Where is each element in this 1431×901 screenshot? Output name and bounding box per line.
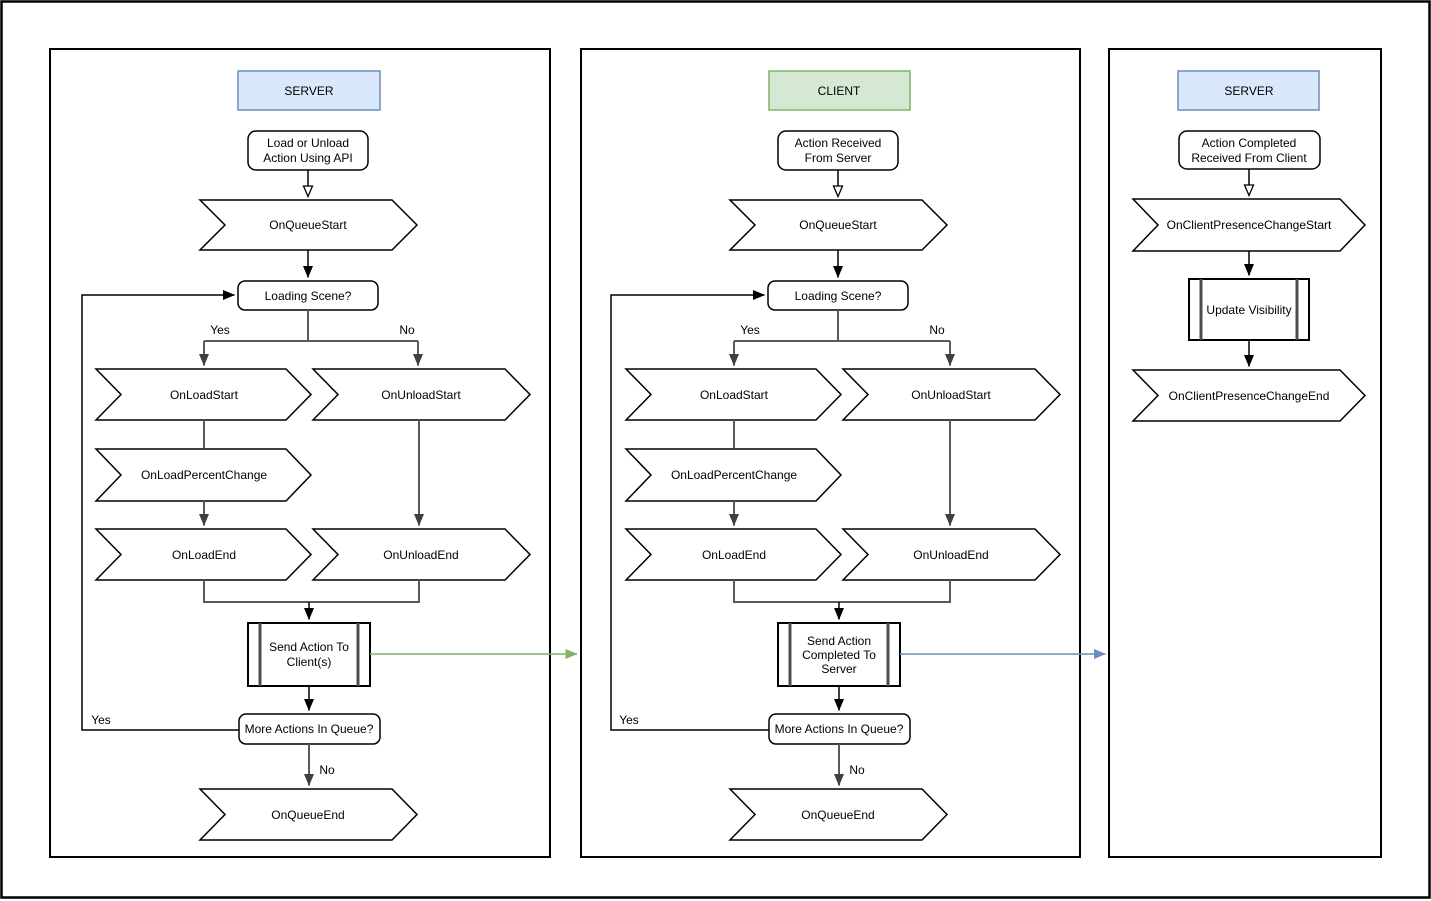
node-onloadstart-label: OnLoadStart — [700, 388, 769, 402]
node-start-line1: Action Received — [795, 136, 882, 150]
node-onunloadstart — [311, 368, 532, 421]
node-onclientpresencechangestart-label: OnClientPresenceChangeStart — [1167, 218, 1332, 232]
node-onqueuestart — [198, 199, 419, 251]
connector-loop-yes — [81, 290, 239, 731]
header-box-server — [237, 70, 381, 111]
node-loading-scene-label: Loading Scene? — [265, 289, 352, 303]
node-start-line1: Load or Unload — [267, 136, 349, 150]
edge-label-loop-yes: Yes — [91, 713, 111, 727]
node-onunloadend — [311, 528, 532, 581]
node-onunloadend-label: OnUnloadEnd — [383, 548, 458, 562]
node-loading-scene-label: Loading Scene? — [795, 289, 882, 303]
panel-border — [49, 48, 551, 858]
header-box-server — [1177, 70, 1320, 111]
node-onloadstart — [624, 368, 843, 421]
header-label: SERVER — [284, 84, 333, 98]
node-start-line1: Action Completed — [1202, 136, 1297, 150]
node-onqueuestart — [728, 199, 949, 251]
header-label: SERVER — [1224, 84, 1273, 98]
node-send-action-line1: Send Action To — [269, 640, 349, 654]
node-start-line2: From Server — [805, 151, 872, 165]
panel-border — [1108, 48, 1382, 858]
node-onqueueend-label: OnQueueEnd — [271, 808, 344, 822]
node-onloadend-label: OnLoadEnd — [172, 548, 236, 562]
node-send-action-line2: Client(s) — [287, 655, 332, 669]
node-onunloadend-label: OnUnloadEnd — [913, 548, 988, 562]
node-onloadend — [624, 528, 843, 581]
node-update-visibility — [1188, 278, 1310, 341]
node-onclientpresencechangeend-label: OnClientPresenceChangeEnd — [1169, 389, 1330, 403]
node-send-action — [247, 622, 371, 687]
edge-label-end-no: No — [319, 763, 335, 777]
node-onloadpercentchange-label: OnLoadPercentChange — [141, 468, 267, 482]
node-update-visibility-label: Update Visibility — [1206, 303, 1291, 317]
connector-loop-yes — [610, 290, 769, 731]
edge-label-yes: Yes — [740, 323, 760, 337]
node-onclientpresencechangestart — [1131, 198, 1367, 252]
node-more-actions-label: More Actions In Queue? — [245, 722, 374, 736]
node-send-action-line1: Send Action — [807, 634, 871, 648]
node-onunloadstart-label: OnUnloadStart — [911, 388, 991, 402]
header-label: CLIENT — [818, 84, 861, 98]
node-start-line2: Action Using API — [263, 151, 352, 165]
node-onqueueend — [198, 788, 419, 841]
panel-border — [580, 48, 1081, 858]
panel-server-right: SERVER Action Completed Received From Cl… — [1108, 48, 1382, 858]
node-onqueuestart-label: OnQueueStart — [269, 218, 347, 232]
node-onqueueend-label: OnQueueEnd — [801, 808, 874, 822]
node-send-action — [777, 622, 901, 687]
node-onloadpercentchange-label: OnLoadPercentChange — [671, 468, 797, 482]
node-onloadend-label: OnLoadEnd — [702, 548, 766, 562]
edge-label-end-no: No — [849, 763, 865, 777]
node-more-actions-label: More Actions In Queue? — [775, 722, 904, 736]
edge-label-no: No — [929, 323, 945, 337]
node-start-line2: Received From Client — [1191, 151, 1307, 165]
panel-server-left: SERVER Load or Unload Action Using API O… — [49, 48, 578, 858]
node-send-action-line2: Completed To — [802, 648, 876, 662]
node-onqueueend — [728, 788, 949, 841]
node-onunloadstart — [841, 368, 1062, 421]
edge-label-no: No — [399, 323, 415, 337]
header-box-client — [768, 70, 911, 111]
node-onqueuestart-label: OnQueueStart — [799, 218, 877, 232]
node-onloadstart-label: OnLoadStart — [170, 388, 239, 402]
node-send-action-line3: Server — [821, 662, 856, 676]
node-onloadpercentchange — [624, 448, 843, 502]
node-onunloadend — [841, 528, 1062, 581]
node-onloadstart — [94, 368, 313, 421]
edge-label-yes: Yes — [210, 323, 230, 337]
node-onloadend — [94, 528, 313, 581]
node-onloadpercentchange — [94, 448, 313, 502]
node-onunloadstart-label: OnUnloadStart — [381, 388, 461, 402]
edge-label-loop-yes: Yes — [619, 713, 639, 727]
node-onclientpresencechangeend — [1131, 369, 1367, 422]
panel-client: CLIENT Action Received From Server OnQue… — [580, 48, 1106, 858]
